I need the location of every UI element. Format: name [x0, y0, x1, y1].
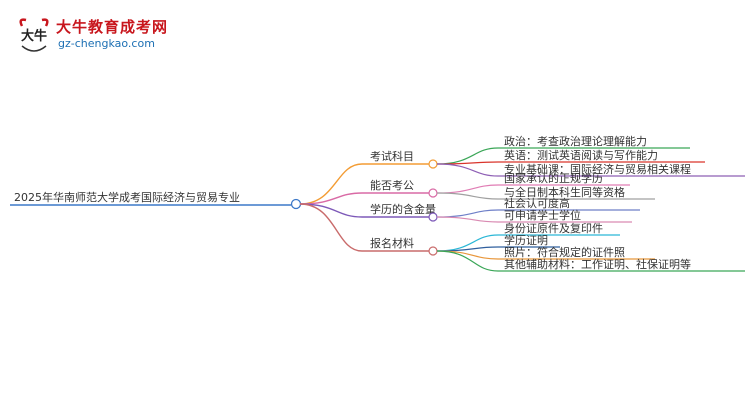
leaf-connector [436, 250, 499, 272]
logo-mark-text: 大牛 [21, 28, 47, 44]
brand-url[interactable]: gz-chengkao.com [58, 37, 155, 50]
branch-label-4[interactable]: 报名材料 [370, 236, 414, 250]
root-node [290, 198, 302, 210]
branch-label-3[interactable]: 学历的含金量 [370, 202, 436, 216]
leaf-label[interactable]: 其他辅助材料：工作证明、社保证明等 [504, 257, 691, 271]
branch-node [428, 159, 438, 169]
branch-connector [299, 203, 363, 252]
leaf-label[interactable]: 学历证明 [504, 233, 548, 247]
leaf-connector [436, 216, 499, 223]
branch-node [428, 212, 438, 222]
branch-label-1[interactable]: 考试科目 [370, 149, 414, 163]
leaf-label[interactable]: 可申请学士学位 [504, 208, 581, 222]
leaf-connector [436, 192, 499, 200]
leaf-connector [436, 184, 499, 194]
leaf-label[interactable]: 身份证原件及复印件 [504, 221, 603, 235]
branch-connector [299, 203, 363, 218]
brand-logo[interactable]: 大牛 大牛教育成考网 gz-chengkao.com [16, 14, 169, 58]
leaf-connector [436, 246, 499, 252]
branch-connector [299, 163, 363, 205]
branch-node [428, 188, 438, 198]
branch-label-2[interactable]: 能否考公 [370, 178, 414, 192]
leaf-connector [436, 209, 499, 218]
bull-logo-icon: 大牛 [19, 18, 49, 52]
leaf-label[interactable]: 照片：符合规定的证件照 [504, 245, 625, 259]
leaf-connector [436, 234, 499, 252]
leaf-label[interactable]: 政治：考查政治理论理解能力 [504, 134, 647, 148]
leaf-connector [436, 250, 499, 260]
branch-node [428, 246, 438, 256]
leaf-label[interactable]: 英语：测试英语阅读与写作能力 [504, 148, 658, 162]
brand-title: 大牛教育成考网 [56, 18, 169, 36]
root-topic[interactable]: 2025年华南师范大学成考国际经济与贸易专业 [14, 190, 240, 204]
leaf-connector [436, 163, 499, 177]
leaf-label[interactable]: 专业基础课：国际经济与贸易相关课程 [504, 162, 691, 176]
leaf-label[interactable]: 与全日制本科生同等资格 [504, 185, 625, 199]
leaf-label[interactable]: 社会认可度高 [504, 196, 570, 210]
leaf-label[interactable]: 国家承认的正规学历 [504, 171, 603, 185]
